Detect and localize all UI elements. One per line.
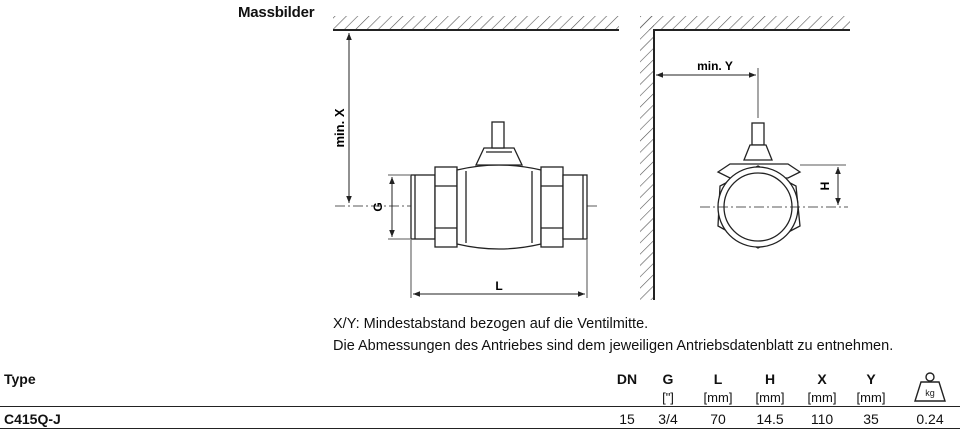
table-header-dn: DN <box>616 371 638 387</box>
corner-wall <box>640 16 850 300</box>
table-bottom-rule <box>0 428 960 429</box>
ceiling-wall <box>333 16 619 31</box>
dimension-h: H <box>800 164 846 205</box>
table-cell-type: C415Q-J <box>4 411 61 427</box>
table-cell-y: 35 <box>863 411 879 427</box>
table-header-x: X <box>817 371 827 387</box>
note-actuator-dimensions: Die Abmessungen des Antriebes sind dem j… <box>333 338 894 354</box>
label-l: L <box>495 279 502 293</box>
valve-side-view <box>410 121 588 250</box>
valve-front-view <box>716 122 802 249</box>
table-divider <box>0 406 960 407</box>
table-cell-x: 110 <box>810 411 834 427</box>
table-header-g: G <box>662 371 674 387</box>
dimension-drawing: min. X G L <box>332 16 850 300</box>
dimension-min-x: min. X <box>332 33 352 203</box>
label-g: G <box>371 202 385 211</box>
dimension-min-y: min. Y <box>656 59 759 118</box>
table-unit-y: [mm] <box>856 390 886 405</box>
table-cell-dn: 15 <box>619 411 635 427</box>
label-h: H <box>818 182 832 191</box>
table-header-l: L <box>713 371 723 387</box>
table-header-type: Type <box>4 371 36 387</box>
table-unit-h: [mm] <box>755 390 785 405</box>
table-unit-g: ["] <box>662 390 674 405</box>
weight-unit-label: kg <box>925 388 935 398</box>
dimension-g: G <box>371 174 410 240</box>
label-min-x: min. X <box>332 108 347 147</box>
note-min-distance: X/Y: Mindestabstand bezogen auf die Vent… <box>333 316 649 332</box>
weight-kg-icon: kg <box>914 372 946 402</box>
table-unit-x: [mm] <box>807 390 837 405</box>
table-header-h: H <box>764 371 776 387</box>
table-cell-h: 14.5 <box>756 411 784 427</box>
table-cell-l: 70 <box>710 411 726 427</box>
table-cell-weight: 0.24 <box>916 411 944 427</box>
table-header-y: Y <box>866 371 876 387</box>
section-title: Massbilder <box>238 4 315 21</box>
dimension-l: L <box>410 240 588 298</box>
label-min-y: min. Y <box>697 59 733 73</box>
table-cell-g: 3/4 <box>658 411 678 427</box>
table-unit-l: [mm] <box>703 390 733 405</box>
